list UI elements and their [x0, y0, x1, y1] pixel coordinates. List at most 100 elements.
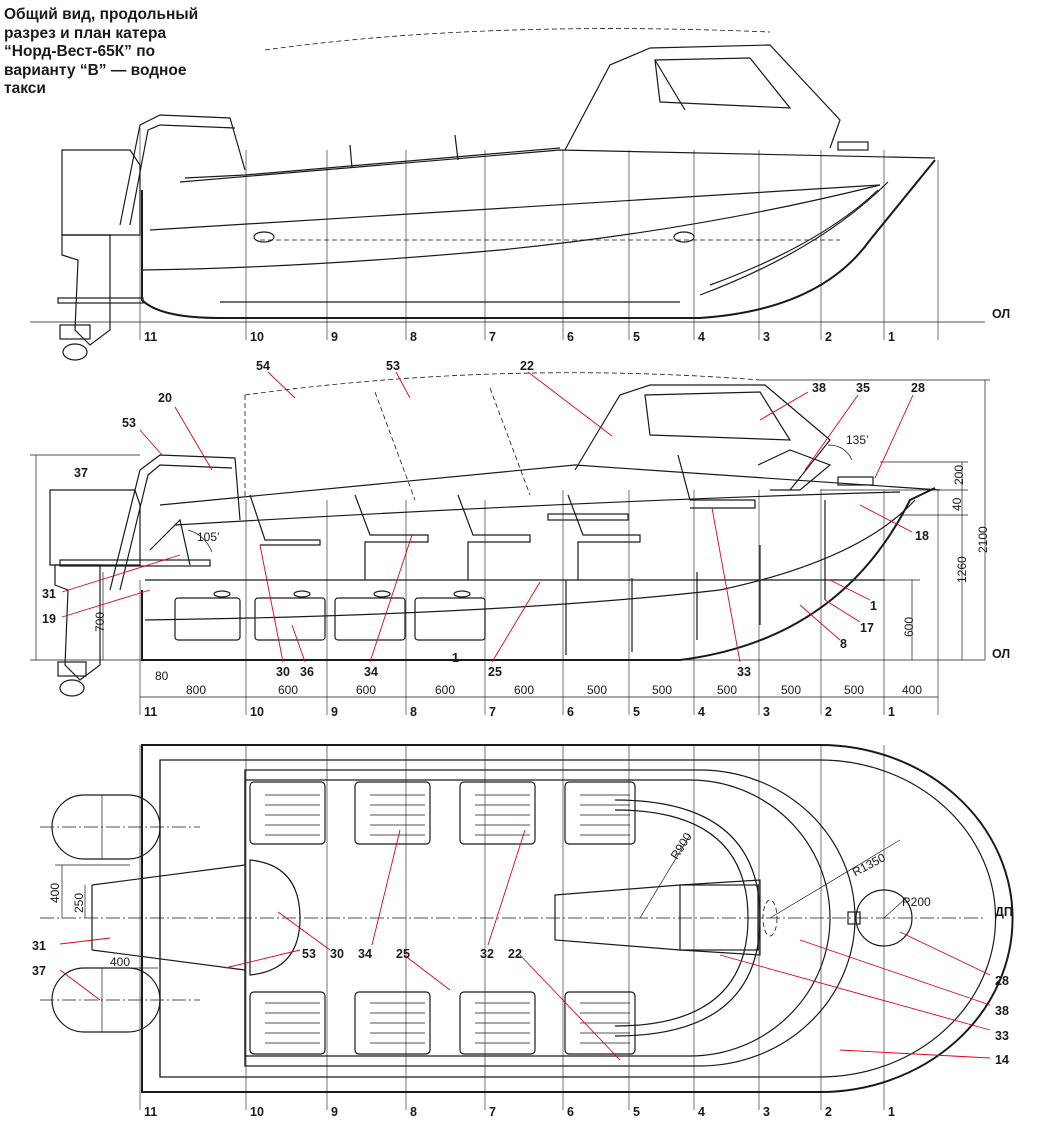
callout-54: 54 [256, 359, 270, 373]
section-propeller-hub [59, 679, 85, 697]
angle-arc-105 [187, 529, 213, 553]
radius-200: R200 [902, 895, 931, 909]
station-label: 2 [825, 705, 832, 719]
dimension-400: 400 [110, 955, 130, 969]
station-label: 9 [331, 1105, 338, 1119]
chine-line [149, 184, 881, 231]
station-label: 2 [825, 1105, 832, 1119]
station-label: 11 [144, 1105, 157, 1119]
station-label: 11 [144, 705, 157, 719]
railing [184, 147, 561, 179]
section-cabin-window [644, 391, 792, 441]
callout-38: 38 [812, 381, 826, 395]
station-label: 3 [763, 330, 770, 344]
station-label: 9 [331, 705, 338, 719]
callout-28: 28 [911, 381, 925, 395]
section-gunwale [174, 491, 901, 526]
callout-36: 36 [300, 665, 314, 679]
station-label: 7 [489, 330, 496, 344]
callout-25: 25 [488, 665, 502, 679]
callout-38: 38 [995, 1004, 1009, 1018]
section-arch [109, 454, 241, 591]
section-leader-lines [61, 371, 914, 663]
section-baseline-label: ОЛ [992, 647, 1010, 661]
callout-31: 31 [42, 587, 56, 601]
callout-19: 19 [42, 612, 56, 626]
dimension-40: 40 [950, 497, 964, 511]
station-label: 1 [888, 705, 895, 719]
callout-1: 1 [870, 599, 877, 613]
station-label: 8 [410, 330, 417, 344]
section-windscreen-frame [757, 449, 832, 491]
station-label: 8 [410, 1105, 417, 1119]
vertical-dimensions [30, 379, 990, 660]
station-label: 2 [825, 330, 832, 344]
anchor-locker [855, 889, 913, 947]
cabin-bench-curve [614, 799, 761, 1037]
cabin-outline [564, 44, 841, 151]
spacing-value: 500 [652, 683, 672, 697]
bow-rail [699, 181, 889, 296]
plan-outboard-engines [51, 794, 161, 1033]
callout-37: 37 [32, 964, 46, 978]
radius-900: R900 [668, 830, 695, 862]
spacing-value: 800 [186, 683, 206, 697]
section-station-labels: 11 10 9 8 7 6 5 4 3 2 1 [144, 705, 895, 719]
underseat-lockers [174, 590, 486, 641]
title-line: такси [4, 80, 46, 97]
station-label: 5 [633, 1105, 640, 1119]
centerline-label: ДП [995, 905, 1013, 919]
side-view: 11 10 9 8 7 6 5 4 3 2 1 ОЛ [30, 28, 1010, 361]
callout-20: 20 [158, 391, 172, 405]
callout-30: 30 [276, 665, 290, 679]
dimension-80: 80 [155, 669, 169, 683]
section-hull [141, 487, 936, 661]
radius-line-900 [639, 834, 691, 919]
plan-gunwale-outline [159, 759, 997, 1078]
section-engine-leg [54, 564, 101, 681]
station-label: 6 [567, 330, 574, 344]
callout-53: 53 [302, 947, 316, 961]
section-transom-plate [59, 559, 211, 567]
section-propeller [57, 661, 87, 677]
hull-frames [565, 500, 826, 655]
propeller-hub [62, 343, 88, 361]
callout-34: 34 [358, 947, 372, 961]
bow-rail-inner [709, 189, 879, 286]
railing-post [454, 134, 459, 161]
station-label: 11 [144, 330, 157, 344]
plan-callouts: 31 37 53 30 34 25 32 22 28 38 33 14 [32, 939, 1009, 1067]
dimension-200: 200 [952, 465, 966, 485]
callout-30: 30 [330, 947, 344, 961]
plan-hull-outline [141, 744, 1014, 1093]
callout-18: 18 [915, 529, 929, 543]
callout-22: 22 [508, 947, 522, 961]
station-label: 10 [250, 705, 264, 719]
station-spacing-values: 800 600 600 600 600 500 500 500 500 500 … [186, 683, 922, 697]
callout-53: 53 [122, 416, 136, 430]
station-label: 9 [331, 330, 338, 344]
helm-console [554, 879, 761, 956]
transom-plate [57, 297, 144, 304]
arch-frame-inner [129, 124, 236, 226]
callout-53: 53 [386, 359, 400, 373]
station-label: 7 [489, 705, 496, 719]
helm-seat [679, 884, 759, 951]
section-inner-hull [144, 499, 916, 621]
outboard-engine-cowl [61, 149, 141, 236]
plan-cockpit-inner [244, 779, 831, 1057]
spacing-value: 600 [435, 683, 455, 697]
callout-33: 33 [995, 1029, 1009, 1043]
plan-station-labels: 11 10 9 8 7 6 5 4 3 2 1 [144, 1105, 895, 1119]
station-label: 3 [763, 1105, 770, 1119]
cabin-bench-inner [614, 809, 749, 1027]
section-dimension-values: 700 80 600 1260 2100 200 40 [93, 465, 990, 683]
section-sheer [159, 464, 941, 506]
plan-seats [249, 781, 636, 1055]
section-callouts: 54 53 22 38 35 28 20 53 37 31 19 18 1 17… [42, 359, 929, 679]
side-view-station-labels: 11 10 9 8 7 6 5 4 3 2 1 [144, 330, 895, 344]
radius-line-200 [883, 897, 907, 919]
section-engine-cowl [49, 489, 141, 566]
callout-34: 34 [364, 665, 378, 679]
station-label: 6 [567, 705, 574, 719]
